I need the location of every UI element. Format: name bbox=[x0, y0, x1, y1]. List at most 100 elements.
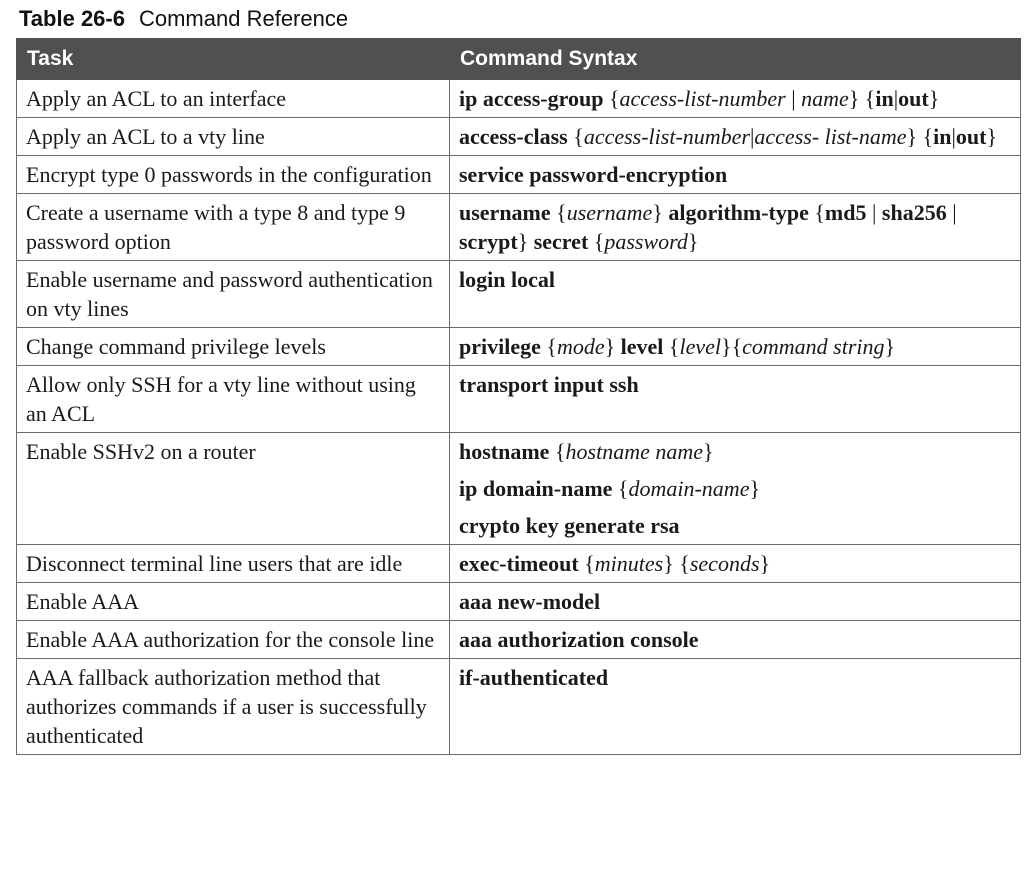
command-keyword: exec-timeout bbox=[459, 551, 579, 576]
syntax-punctuation: } bbox=[928, 86, 940, 111]
syntax-punctuation: { bbox=[663, 334, 680, 359]
command-reference-table: Task Command Syntax Apply an ACL to an i… bbox=[16, 38, 1021, 755]
command-syntax-cell: service password-encryption bbox=[449, 155, 1021, 194]
command-line: hostname {hostname name} bbox=[459, 437, 1011, 466]
task-cell: Change command privilege levels bbox=[16, 327, 450, 366]
command-syntax-cell: transport input ssh bbox=[449, 365, 1021, 433]
syntax-punctuation: } { bbox=[848, 86, 876, 111]
syntax-punctuation: { bbox=[808, 200, 825, 225]
command-argument: command string bbox=[742, 334, 885, 359]
command-keyword: out bbox=[898, 86, 929, 111]
task-cell: Enable username and password authenticat… bbox=[16, 260, 450, 328]
command-keyword: hostname bbox=[459, 439, 550, 464]
syntax-punctuation: } bbox=[986, 124, 998, 149]
command-keyword: transport input ssh bbox=[459, 372, 639, 397]
command-argument: access-list-number bbox=[583, 124, 750, 149]
syntax-punctuation: | bbox=[951, 124, 956, 149]
command-keyword: level bbox=[620, 334, 664, 359]
table-row: Enable username and password authenticat… bbox=[16, 260, 1021, 328]
command-keyword: if-authenticated bbox=[459, 665, 609, 690]
syntax-punctuation: } bbox=[703, 439, 714, 464]
command-argument: level bbox=[679, 334, 722, 359]
syntax-punctuation: { bbox=[588, 229, 605, 254]
command-keyword: in bbox=[933, 124, 952, 149]
command-argument: name bbox=[801, 86, 849, 111]
table-row: AAA fallback authorization method that a… bbox=[16, 658, 1021, 755]
syntax-punctuation: { bbox=[549, 439, 566, 464]
command-line: service password-encryption bbox=[459, 160, 1011, 189]
command-keyword: username bbox=[459, 200, 551, 225]
syntax-punctuation: } bbox=[749, 476, 761, 501]
command-keyword: aaa new-model bbox=[459, 589, 601, 614]
syntax-punctuation: } { bbox=[663, 551, 690, 576]
table-row: Disconnect terminal line users that are … bbox=[16, 544, 1021, 583]
command-line: transport input ssh bbox=[459, 370, 1011, 399]
command-argument: mode bbox=[556, 334, 605, 359]
syntax-punctuation: { bbox=[540, 334, 557, 359]
command-keyword: out bbox=[955, 124, 987, 149]
command-keyword: service password-encryption bbox=[459, 162, 728, 187]
command-keyword: aaa authorization console bbox=[459, 627, 699, 652]
table-header-row: Task Command Syntax bbox=[16, 38, 1021, 80]
syntax-punctuation: }{ bbox=[721, 334, 743, 359]
table-row: Allow only SSH for a vty line without us… bbox=[16, 365, 1021, 433]
syntax-punctuation: { bbox=[550, 200, 567, 225]
command-argument: username bbox=[566, 200, 653, 225]
command-argument: hostname name bbox=[565, 439, 703, 464]
command-keyword: ip domain-name bbox=[459, 476, 613, 501]
command-keyword: algorithm-type bbox=[668, 200, 809, 225]
task-cell: Disconnect terminal line users that are … bbox=[16, 544, 450, 583]
command-argument: seconds bbox=[689, 551, 760, 576]
syntax-punctuation: { bbox=[567, 124, 584, 149]
command-syntax-cell: if-authenticated bbox=[449, 658, 1021, 755]
command-line: access-class {access-list-number|access-… bbox=[459, 122, 1011, 151]
header-task: Task bbox=[16, 38, 450, 80]
command-line: if-authenticated bbox=[459, 663, 1011, 692]
syntax-punctuation: { bbox=[603, 86, 620, 111]
header-command-syntax: Command Syntax bbox=[449, 38, 1021, 80]
syntax-punctuation: } { bbox=[906, 124, 934, 149]
command-keyword: scrypt bbox=[459, 229, 518, 254]
command-keyword: crypto key generate rsa bbox=[459, 513, 680, 538]
command-line: exec-timeout {minutes} {seconds} bbox=[459, 549, 1011, 578]
syntax-punctuation: { bbox=[578, 551, 595, 576]
syntax-punctuation: } bbox=[759, 551, 771, 576]
syntax-punctuation: { bbox=[612, 476, 629, 501]
command-syntax-cell: hostname {hostname name}ip domain-name {… bbox=[449, 432, 1021, 545]
command-syntax-cell: login local bbox=[449, 260, 1021, 328]
command-line: ip access-group {access-list-number | na… bbox=[459, 84, 1011, 113]
command-line: aaa new-model bbox=[459, 587, 1011, 616]
syntax-punctuation: | bbox=[946, 200, 957, 225]
command-keyword: ip access-group bbox=[459, 86, 604, 111]
syntax-punctuation: } bbox=[687, 229, 699, 254]
syntax-punctuation: } bbox=[604, 334, 621, 359]
task-cell: Enable SSHv2 on a router bbox=[16, 432, 450, 545]
command-keyword: sha256 bbox=[881, 200, 947, 225]
command-argument: minutes bbox=[594, 551, 664, 576]
task-cell: Encrypt type 0 passwords in the configur… bbox=[16, 155, 450, 194]
command-keyword: privilege bbox=[459, 334, 541, 359]
task-cell: Enable AAA authorization for the console… bbox=[16, 620, 450, 659]
table-title: Command Reference bbox=[138, 6, 349, 31]
command-syntax-cell: access-class {access-list-number|access-… bbox=[449, 117, 1021, 156]
command-line: login local bbox=[459, 265, 1011, 294]
command-syntax-cell: aaa new-model bbox=[449, 582, 1021, 621]
command-line: aaa authorization console bbox=[459, 625, 1011, 654]
command-syntax-cell: ip access-group {access-list-number | na… bbox=[449, 79, 1021, 118]
task-cell: Apply an ACL to a vty line bbox=[16, 117, 450, 156]
table-row: Change command privilege levels privilege… bbox=[16, 327, 1021, 366]
command-syntax-cell: aaa authorization console bbox=[449, 620, 1021, 659]
command-keyword: in bbox=[875, 86, 894, 111]
task-cell: AAA fallback authorization method that a… bbox=[16, 658, 450, 755]
syntax-punctuation: | bbox=[893, 86, 899, 111]
syntax-punctuation: } bbox=[517, 229, 534, 254]
command-argument: domain-name bbox=[628, 476, 750, 501]
command-line: privilege {mode} level {level}{command s… bbox=[459, 332, 1011, 361]
command-line: ip domain-name {domain-name} bbox=[459, 474, 1011, 503]
